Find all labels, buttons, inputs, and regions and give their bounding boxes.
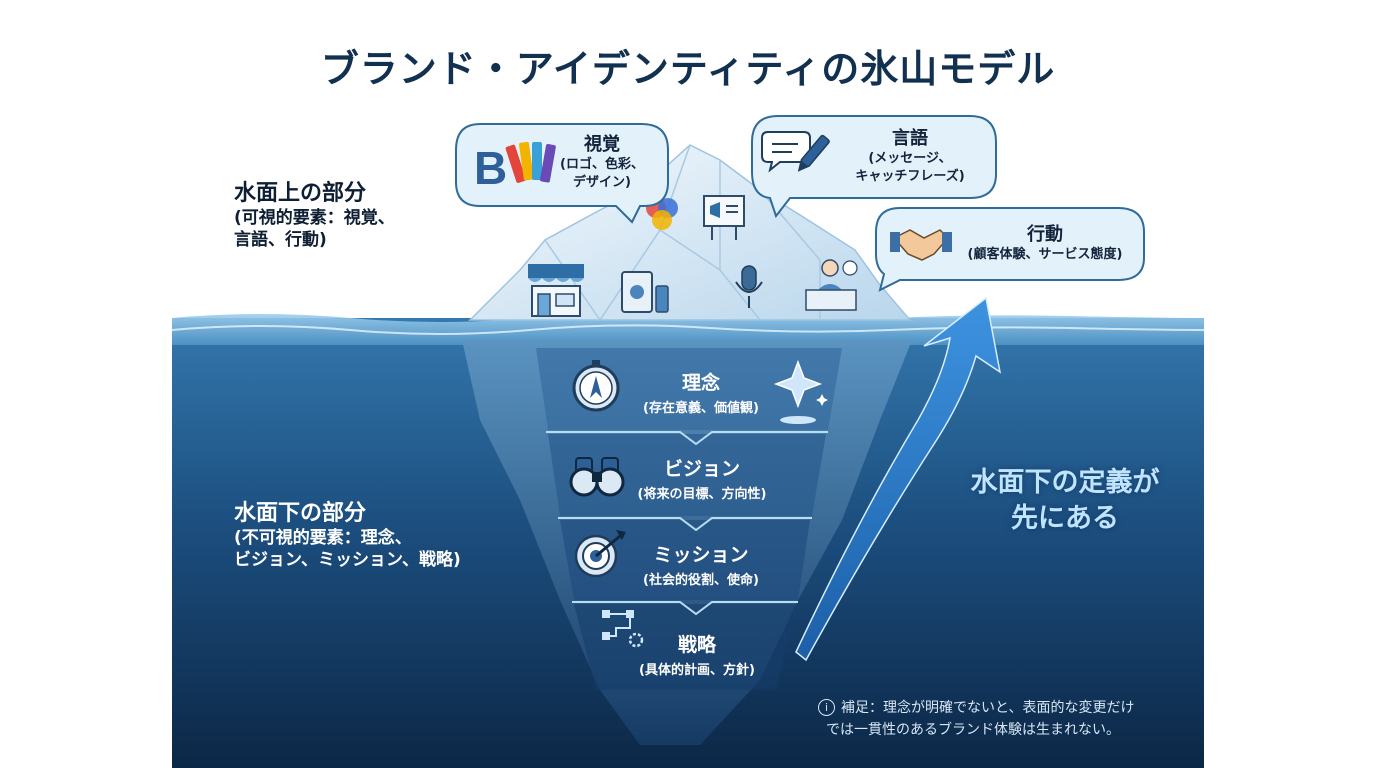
bubble-verbal-line1: (メッセージ、	[868, 151, 952, 166]
layer-strategy-sub: (具体的計画、方針)	[639, 663, 755, 678]
layer-strategy-title: 戦略	[677, 634, 716, 656]
bubble-action-title: 行動	[1027, 224, 1063, 245]
layer-mission-title: ミッション	[653, 544, 749, 566]
below-water-heading: 水面下の部分	[234, 501, 367, 526]
water-surface-wave	[171, 324, 1205, 335]
above-water-label: 水面上の部分 (可視的要素：視覚、 言語、行動)	[234, 180, 395, 252]
bubble-action-line1: (顧客体験、サービス態度)	[967, 247, 1123, 262]
shop-icon	[528, 264, 584, 317]
billboard-icon	[703, 195, 745, 240]
layer-mission-sub: (社会的役割、使命)	[643, 573, 759, 588]
bubble-visual-text: 視覚 (ロゴ、色彩、 デザイン)	[546, 130, 658, 191]
star-fountain-icon	[773, 359, 828, 424]
layer-divider-1	[546, 431, 828, 446]
bubble-visual-line1: (ロゴ、色彩、	[560, 157, 644, 172]
above-water-sub-1: (可視的要素：視覚、	[234, 208, 395, 229]
color-swatch-icon	[505, 141, 556, 183]
above-water-heading: 水面上の部分	[234, 181, 367, 206]
below-water-sub-2: ビジョン、ミッション、戦略)	[234, 549, 461, 570]
bubble-visual-title: 視覚	[584, 134, 620, 155]
layer-vision: ビジョン (将来の目標、方向性)	[622, 454, 782, 502]
bubble-verbal	[751, 115, 997, 219]
pen-icon	[797, 134, 830, 172]
footnote: i 補足：理念が明確でないと、表面的な変更だけ では一貫性のあるブランド体験は生ま…	[818, 697, 1134, 742]
footnote-line1: 補足：理念が明確でないと、表面的な変更だけ	[841, 700, 1135, 716]
layer-divider-3	[572, 601, 798, 616]
layer-vision-title: ビジョン	[663, 458, 740, 480]
layer-philosophy-title: 理念	[681, 372, 720, 394]
brand-logo-letter: B	[474, 142, 507, 194]
layer-philosophy-sub: (存在意義、価値観)	[643, 401, 759, 416]
above-water-sub-2: 言語、行動)	[234, 229, 327, 250]
arrow-caption: 水面下の定義が 先にある	[930, 465, 1200, 538]
target-icon	[574, 530, 626, 578]
layer-vision-sub: (将来の目標、方向性)	[637, 487, 767, 502]
below-water-sub-1: (不可視的要素：理念、	[234, 528, 412, 549]
layer-mission: ミッション (社会的役割、使命)	[626, 540, 776, 588]
footnote-line2: では一貫性のあるブランド体験は生まれない。	[826, 722, 1120, 739]
layer-band-3	[560, 520, 810, 600]
bubble-action	[875, 207, 1145, 292]
product-icon	[621, 271, 669, 313]
service-staff-icon	[805, 259, 858, 311]
bubble-action-text: 行動 (顧客体験、サービス態度)	[950, 220, 1140, 264]
handshake-icon	[890, 229, 952, 261]
bubble-verbal-text: 言語 (メッセージ、 キャッチフレーズ)	[830, 124, 990, 185]
below-water-label: 水面下の部分 (不可視的要素：理念、 ビジョン、ミッション、戦略)	[234, 500, 461, 572]
diagram-title: ブランド・アイデンティティの氷山モデル	[320, 47, 1056, 91]
layer-band-1	[536, 348, 842, 430]
rising-arrow	[795, 296, 1002, 662]
bubble-verbal-line2: キャッチフレーズ)	[855, 168, 965, 184]
layer-philosophy: 理念 (存在意義、価値観)	[626, 368, 776, 416]
layer-strategy: 戦略 (具体的計画、方針)	[622, 630, 772, 678]
layer-band-2	[548, 434, 826, 516]
arrow-caption-line1: 水面下の定義が	[970, 467, 1160, 498]
microphone-icon	[735, 265, 763, 308]
info-icon: i	[818, 699, 835, 716]
color-circles-icon	[646, 198, 678, 230]
bubble-verbal-title: 言語	[892, 128, 928, 149]
compass-icon	[572, 360, 620, 412]
bubble-visual-line2: デザイン)	[573, 174, 631, 190]
binoculars-icon	[569, 457, 625, 497]
flowchart-icon	[602, 610, 644, 648]
arrow-caption-line2: 先にある	[1011, 503, 1119, 535]
layer-divider-2	[558, 517, 812, 532]
chat-icon	[761, 131, 811, 173]
